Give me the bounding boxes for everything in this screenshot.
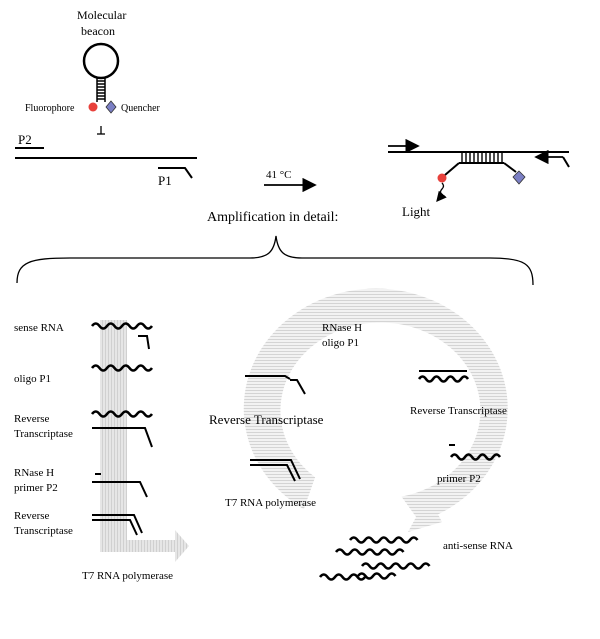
cycle-strand-a: [245, 375, 291, 380]
reverse-arrow-tail: [562, 156, 570, 168]
rt-label-1a: Reverse: [14, 413, 50, 425]
light-emission: [436, 182, 447, 202]
rna-strand-2: [90, 364, 154, 372]
temperature-label: 41 °C: [266, 169, 292, 181]
quencher-diamond-2: [512, 170, 526, 185]
beacon-label-line1: Molecular: [77, 8, 126, 22]
p1-label: P1: [158, 173, 172, 188]
amplification-heading: Amplification in detail:: [207, 210, 338, 225]
process-arrow: [100, 320, 189, 562]
hybridized-beacon: Light: [388, 138, 570, 219]
rt-cycle-left: Reverse Transcriptase: [209, 412, 324, 427]
p2-label: P2: [18, 132, 32, 147]
t7-label-left: T7 RNA polymerase: [82, 570, 173, 582]
sense-rna-label: sense RNA: [14, 322, 64, 334]
target-strand: P2 P1: [15, 132, 197, 188]
cycle-band: [243, 288, 508, 522]
rt-label-2b: Transcriptase: [14, 525, 73, 537]
cdna-strand-1: [92, 427, 153, 448]
ds-strand-a: [92, 514, 143, 534]
cycle-ds-b: [250, 464, 296, 482]
molecular-beacon: Molecular beacon Fluorophore Quencher: [25, 8, 161, 135]
cycle-ds-a: [250, 459, 301, 480]
curly-brace: [16, 235, 534, 286]
fluorophore-label: Fluorophore: [25, 103, 75, 114]
oligo-p1-label: oligo P1: [14, 373, 51, 385]
hybrid-rungs: [461, 152, 503, 163]
fluorophore-dot-2: [437, 173, 447, 183]
beacon-stem: [96, 78, 106, 102]
beacon-loop: [82, 42, 120, 80]
sense-rna-strand: [90, 322, 154, 330]
t7-cycle-label: T7 RNA polymerase: [225, 497, 316, 509]
fluor-arm: [444, 162, 460, 176]
rnase-oligo-label-a: RNase H: [322, 322, 362, 334]
cycle-primer-a: [290, 379, 306, 395]
quencher-label: Quencher: [121, 103, 161, 114]
left-process: sense RNA oligo P1 Reverse Transcriptase…: [14, 320, 189, 582]
rna-strand-3: [90, 410, 154, 418]
p1-primer: [158, 167, 193, 179]
quench-arm: [503, 162, 517, 173]
rt-label-1b: Transcriptase: [14, 428, 73, 440]
antisense-label: anti-sense RNA: [443, 540, 513, 552]
ds-strand-b: [92, 519, 138, 536]
quencher-diamond: [105, 100, 117, 114]
cdna-strand-2: [92, 481, 148, 498]
rt-cycle-right: Reverse Transcriptase: [410, 405, 507, 417]
beacon-label-line2: beacon: [81, 24, 115, 38]
amplification-cycle: RNase H oligo P1 Reverse Transcriptase T…: [209, 288, 508, 532]
rnase-label-b: primer P2: [14, 482, 58, 494]
plus-sign: [97, 126, 105, 135]
rt-label-2a: Reverse: [14, 510, 50, 522]
cycle-rna-right: [417, 375, 470, 383]
oligo-p1-bound: [138, 335, 150, 350]
cycle-arrowhead: [408, 495, 442, 532]
rnase-oligo-label-b: oligo P1: [322, 337, 359, 349]
rnase-label-a: RNase H: [14, 467, 54, 479]
antisense-rna-pile: [318, 536, 431, 581]
fluorophore-dot: [88, 102, 98, 112]
primer-p2-label: primer P2: [437, 473, 481, 485]
cycle-rna-p2: [449, 453, 502, 461]
light-label: Light: [402, 204, 431, 219]
